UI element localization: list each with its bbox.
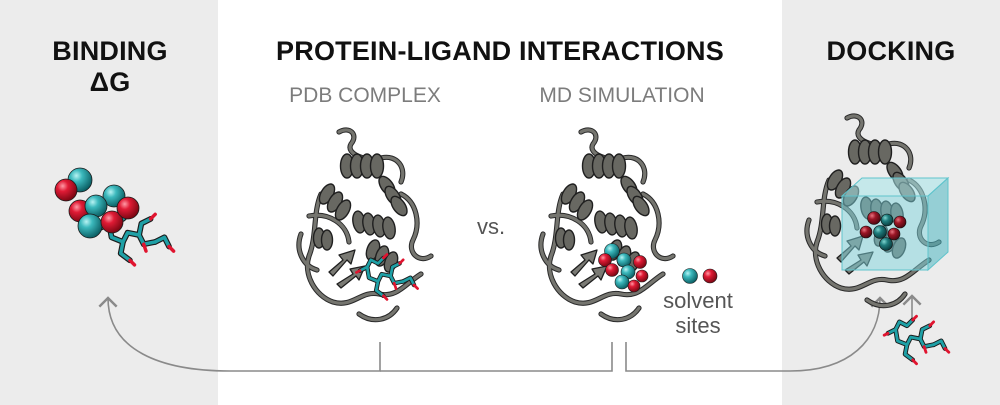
bracket-md-to-right xyxy=(625,296,890,372)
binding-title: BINDING ΔG xyxy=(30,36,190,98)
binding-title-line2: ΔG xyxy=(89,67,131,97)
md-simulation-label: MD SIMULATION xyxy=(539,84,705,107)
solvent-sites-line2: sites xyxy=(675,313,721,338)
docking-solvent-spheres xyxy=(859,211,907,251)
docking-title: DOCKING xyxy=(826,36,956,66)
binding-ligand-model xyxy=(54,167,174,265)
interactions-panel xyxy=(218,0,782,405)
interactions-title: PROTEIN-LIGAND INTERACTIONS xyxy=(276,36,724,66)
md-solvent-site-cluster xyxy=(598,243,649,293)
versus-label: vs. xyxy=(476,214,506,239)
solvent-sites-legend-spheres xyxy=(682,268,718,284)
docking-free-ligand xyxy=(884,316,949,364)
workflow-arrows xyxy=(98,294,922,372)
pdb-complex-label: PDB COMPLEX xyxy=(289,84,441,107)
bracket-md-join xyxy=(380,342,613,372)
binding-title-line1: BINDING xyxy=(52,36,168,66)
solvent-sites-line1: solvent xyxy=(663,288,733,313)
solvent-sites-label: solvent sites xyxy=(640,288,756,338)
bracket-pdb-to-left xyxy=(98,296,381,372)
pdb-protein-structure xyxy=(299,130,431,320)
